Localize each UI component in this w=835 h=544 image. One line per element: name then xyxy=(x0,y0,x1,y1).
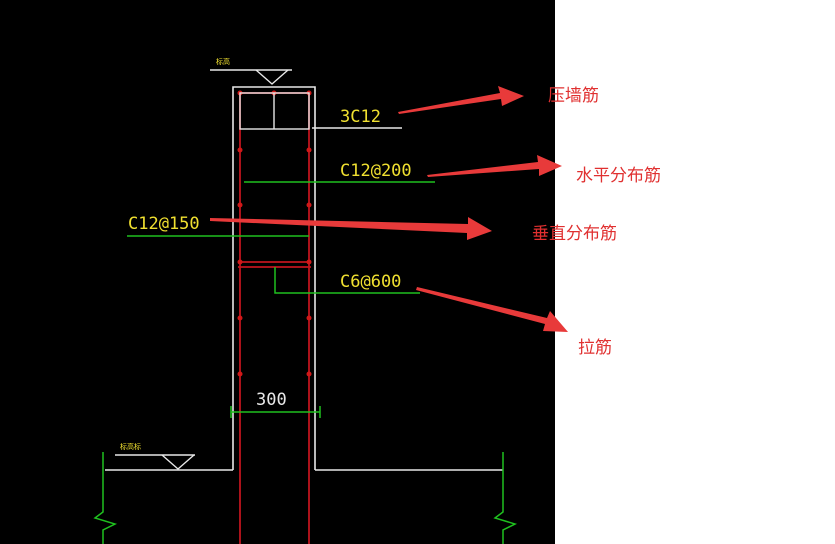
note-horizontal-bar: 水平分布筋 xyxy=(576,166,661,186)
top-stirrup xyxy=(239,92,310,130)
cad-drawing-panel xyxy=(0,0,555,544)
arrow-wall-top-bar xyxy=(398,86,524,114)
note-wall-top-bar: 压墙筋 xyxy=(548,86,599,106)
arrow-vertical-bar xyxy=(210,217,492,240)
label-top-bar: 3C12 xyxy=(340,107,381,127)
elevation-tag-top: 标高 xyxy=(216,57,230,66)
elevation-marker-bottom xyxy=(115,454,195,470)
break-line-right xyxy=(493,452,518,544)
label-vertical-bar: C12@150 xyxy=(128,214,200,234)
label-tie-bar: C6@600 xyxy=(340,272,401,292)
annotation-arrows xyxy=(210,86,568,332)
break-lines xyxy=(93,452,518,544)
arrow-tie-bar xyxy=(416,287,568,332)
rebar-dots xyxy=(237,90,312,377)
label-horizontal-bar: C12@200 xyxy=(340,161,412,181)
label-wall-thickness: 300 xyxy=(256,390,287,410)
note-tie-bar: 拉筋 xyxy=(578,338,612,358)
note-vertical-bar: 垂直分布筋 xyxy=(532,224,617,244)
rebar-group xyxy=(238,92,311,544)
arrow-horizontal-bar xyxy=(427,155,562,177)
wall-outline xyxy=(105,86,503,471)
elevation-marker-top xyxy=(210,69,292,85)
elevation-tag-bottom: 标高标 xyxy=(120,442,141,451)
leader-lines xyxy=(127,181,435,418)
wall-outline-edge xyxy=(232,86,316,470)
break-line-left xyxy=(93,452,118,544)
tie-bar-leader xyxy=(274,267,420,294)
